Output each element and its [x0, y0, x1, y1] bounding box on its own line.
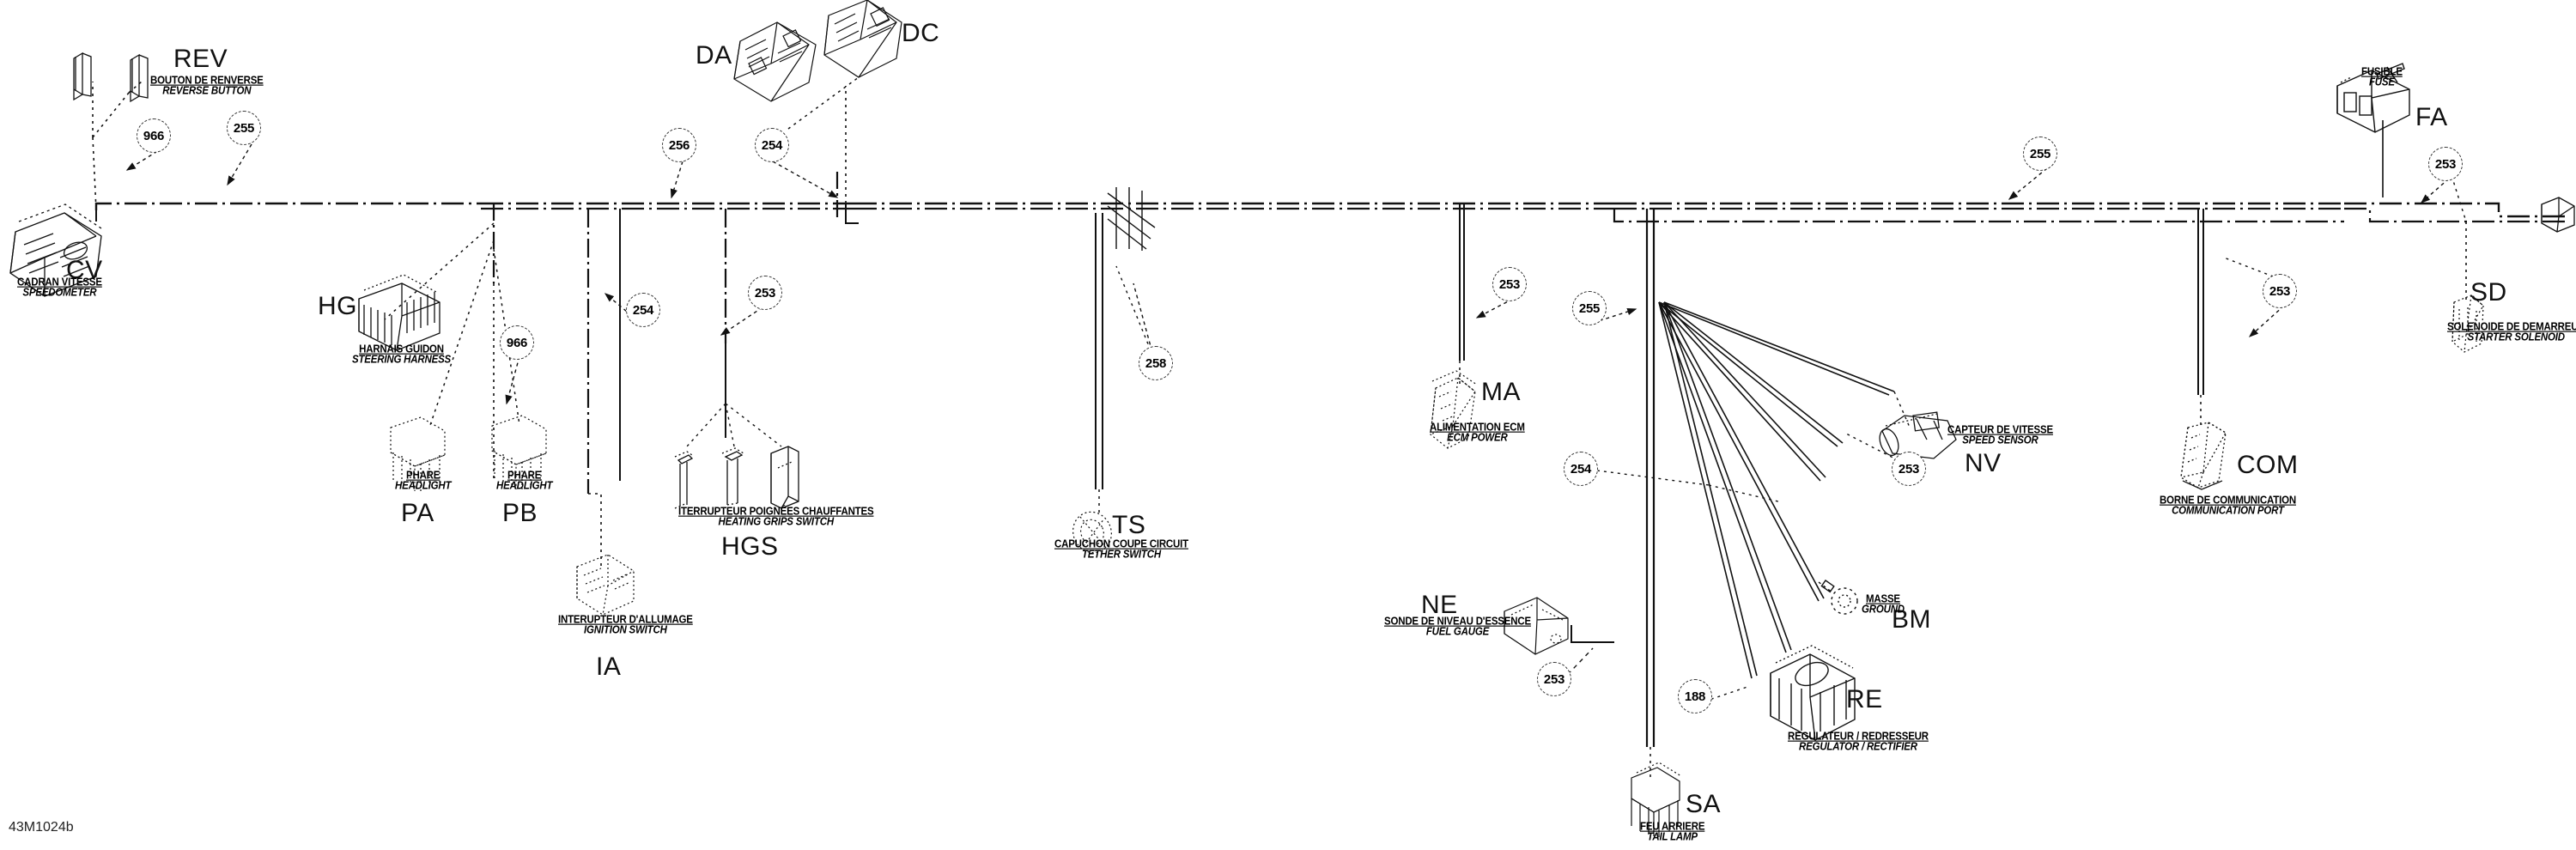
description-fr: HARNAIS GUIDON — [359, 343, 444, 355]
description-en: IGNITION SWITCH — [584, 624, 667, 637]
callout-balloon-966: 966 — [137, 118, 171, 153]
description-fr: ALIMENTATION ECM — [1430, 422, 1525, 434]
description-fr: INTERUPTEUR D'ALLUMAGE — [558, 614, 693, 626]
callout-balloon-254: 254 — [755, 128, 789, 162]
callout-balloon-253: 253 — [1537, 662, 1571, 696]
component-code-ia: IA — [596, 653, 622, 681]
component-code-hgs: HGS — [721, 532, 779, 561]
callout-balloon-258: 258 — [1139, 346, 1173, 380]
component-code-re: RE — [1846, 685, 1883, 713]
description-fr: ITERRUPTEUR POIGNÉES CHAUFFANTES — [678, 506, 874, 518]
callout-balloon-188: 188 — [1678, 679, 1712, 713]
description-en: TAIL LAMP — [1647, 831, 1698, 844]
drawing-number: 43M1024b — [9, 820, 74, 835]
description-fr: BOUTON DE RENVERSE — [150, 75, 264, 87]
callout-balloon-253: 253 — [2263, 274, 2297, 308]
description-en: ECM POWER — [1447, 432, 1508, 445]
description-en: COMMUNICATION PORT — [2172, 505, 2284, 518]
component-code-ne: NE — [1421, 591, 1458, 619]
callout-balloon-255: 255 — [1572, 291, 1607, 325]
component-code-ts: TS — [1112, 511, 1146, 539]
description-fr: FUSIBLE — [2361, 66, 2403, 78]
description-en: HEADLIGHT — [395, 480, 452, 493]
callout-balloon-253: 253 — [1492, 267, 1527, 301]
description-en: REVERSE BUTTON — [162, 85, 252, 98]
callout-balloon-254: 254 — [626, 293, 660, 327]
component-code-bm: BM — [1892, 605, 1931, 634]
description-en: TETHER SWITCH — [1082, 549, 1161, 562]
component-code-fa: FA — [2415, 103, 2448, 131]
callout-balloon-255: 255 — [227, 111, 261, 145]
description-en: FUSE — [2368, 76, 2395, 89]
description-fr: CAPTEUR DE VITESSE — [1947, 424, 2053, 436]
callout-balloon-253: 253 — [748, 276, 782, 310]
description-en: STEERING HARNESS — [352, 354, 452, 367]
component-code-dc: DC — [902, 19, 940, 47]
component-code-pb: PB — [502, 499, 538, 527]
description-en: GROUND — [1862, 604, 1905, 616]
description-en: HEADLIGHT — [496, 480, 553, 493]
callout-balloon-253: 253 — [1892, 452, 1926, 486]
description-fr: SONDE DE NIVEAU D'ESSENCE — [1384, 616, 1531, 628]
component-code-hg: HG — [318, 292, 357, 320]
description-en: SPEEDOMETER — [22, 287, 97, 300]
description-fr: PHARE — [507, 470, 542, 482]
description-en: FUEL GAUGE — [1425, 626, 1490, 639]
description-fr: MASSE — [1866, 593, 1900, 605]
component-code-cv: CV — [66, 256, 103, 284]
component-code-nv: NV — [1965, 449, 2002, 477]
component-code-ma: MA — [1481, 378, 1521, 406]
description-fr: REGULATEUR / REDRESSEUR — [1788, 731, 1929, 743]
callout-balloon-256: 256 — [662, 128, 696, 162]
callout-balloon-253: 253 — [2428, 147, 2463, 181]
callout-balloon-255: 255 — [2023, 137, 2057, 171]
description-fr: PHARE — [406, 470, 440, 482]
component-code-rev: REV — [173, 45, 228, 73]
component-code-sd: SD — [2470, 278, 2507, 307]
callout-balloon-966: 966 — [500, 325, 534, 360]
description-fr: BORNE DE COMMUNICATION — [2160, 495, 2296, 507]
description-fr: CADRAN VITESSE — [17, 276, 102, 288]
description-en: HEATING GRIPS SWITCH — [718, 516, 835, 529]
description-fr: SOLENOIDE DE DEMARREUR — [2447, 321, 2576, 333]
component-code-da: DA — [696, 41, 732, 70]
description-en: REGULATOR / RECTIFIER — [1799, 741, 1917, 754]
description-en: STARTER SOLENOID — [2467, 331, 2566, 344]
component-code-sa: SA — [1686, 790, 1722, 818]
description-fr: FEU ARRIERE — [1640, 821, 1705, 833]
component-code-pa: PA — [401, 499, 434, 527]
description-en: SPEED SENSOR — [1962, 434, 2038, 447]
component-code-com: COM — [2237, 451, 2299, 479]
callout-balloon-254: 254 — [1564, 452, 1598, 486]
description-fr: CAPUCHON COUPE CIRCUIT — [1054, 538, 1188, 550]
